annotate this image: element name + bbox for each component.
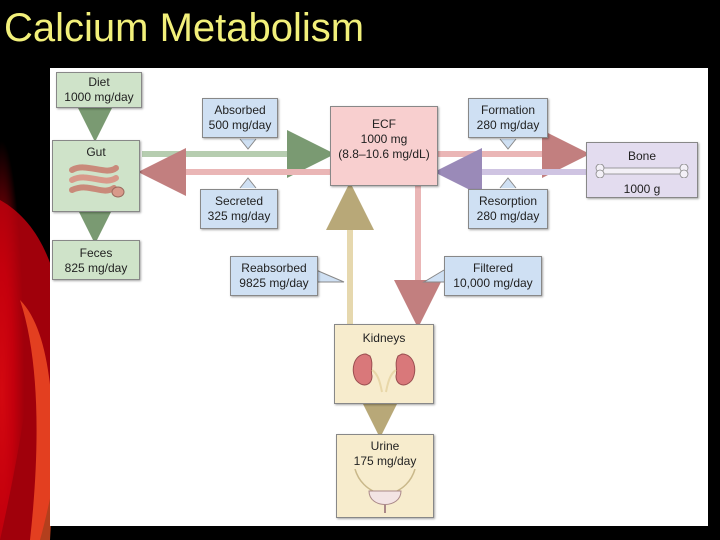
ecf-amount: 1000 mg xyxy=(360,132,408,146)
bone-label: Bone xyxy=(627,149,657,163)
absorbed-value: 500 mg/day xyxy=(208,118,272,132)
urine-label: Urine xyxy=(370,439,400,453)
secreted-label-box: Secreted 325 mg/day xyxy=(200,189,278,229)
bone-icon xyxy=(595,163,689,179)
reabsorbed-value: 9825 mg/day xyxy=(239,276,309,290)
diet-box: Diet 1000 mg/day xyxy=(56,72,142,108)
feces-value: 825 mg/day xyxy=(64,261,128,275)
kidneys-label: Kidneys xyxy=(362,331,406,345)
intestine-icon xyxy=(69,164,125,198)
reabsorbed-label: Reabsorbed xyxy=(241,261,307,275)
resorption-label-box: Resorption 280 mg/day xyxy=(468,189,548,229)
resorption-value: 280 mg/day xyxy=(476,209,540,223)
gut-label: Gut xyxy=(86,145,106,159)
diet-value: 1000 mg/day xyxy=(64,90,134,104)
filtered-value: 10,000 mg/day xyxy=(453,276,533,290)
urine-value: 175 mg/day xyxy=(353,454,417,468)
formation-label-box: Formation 280 mg/day xyxy=(468,98,548,138)
kidneys-icon xyxy=(352,353,416,393)
filtered-label-box: Filtered 10,000 mg/day xyxy=(444,256,542,296)
bone-amount: 1000 g xyxy=(623,182,661,196)
ecf-box: ECF 1000 mg (8.8–10.6 mg/dL) xyxy=(330,106,438,186)
bladder-icon xyxy=(354,468,416,513)
reabsorbed-label-box: Reabsorbed 9825 mg/day xyxy=(230,256,318,296)
secreted-label: Secreted xyxy=(214,194,264,208)
secreted-value: 325 mg/day xyxy=(207,209,271,223)
resorption-label: Resorption xyxy=(478,194,538,208)
ecf-label: ECF xyxy=(372,117,396,131)
absorbed-label-box: Absorbed 500 mg/day xyxy=(202,98,278,138)
ecf-range: (8.8–10.6 mg/dL) xyxy=(338,147,430,161)
diet-label: Diet xyxy=(88,75,110,89)
gut-box: Gut xyxy=(52,140,140,212)
filtered-label: Filtered xyxy=(472,261,513,275)
feces-label: Feces xyxy=(79,246,113,260)
formation-label: Formation xyxy=(480,103,536,117)
slide-title: Calcium Metabolism xyxy=(4,6,365,50)
feces-box: Feces 825 mg/day xyxy=(52,240,140,280)
urine-box: Urine 175 mg/day xyxy=(336,434,434,518)
absorbed-label: Absorbed xyxy=(214,103,266,117)
formation-value: 280 mg/day xyxy=(476,118,540,132)
kidneys-box: Kidneys xyxy=(334,324,434,404)
bone-box: Bone 1000 g xyxy=(586,142,698,198)
